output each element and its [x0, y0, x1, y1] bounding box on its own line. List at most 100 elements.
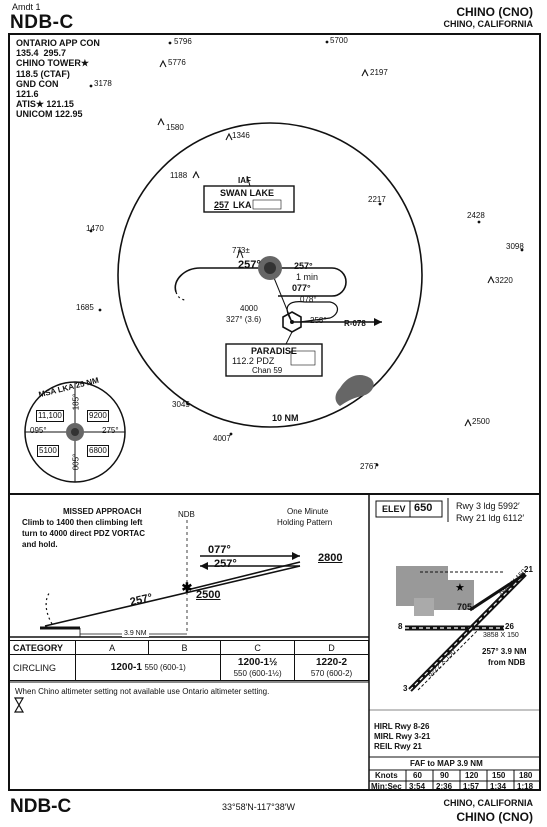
- elevation-label: 5796: [174, 37, 192, 46]
- range-ring: [117, 122, 423, 428]
- msa-sector-alt: 6800: [87, 445, 109, 457]
- rwy-number: 26: [505, 622, 514, 631]
- holding-time: 1 min: [296, 272, 319, 282]
- circling-label: CIRCLING: [7, 654, 77, 681]
- elev-label: ELEV: [382, 504, 406, 514]
- lighting-info: REIL Rwy 21: [374, 742, 422, 751]
- holding-title: Holding Pattern: [277, 518, 333, 527]
- course-label: 078°: [300, 295, 317, 304]
- mountain-peaks: [157, 59, 495, 427]
- airport-name: CHINO (CNO): [456, 5, 533, 19]
- elevation-label: 3178: [94, 79, 112, 88]
- elevation-label: 2767: [360, 462, 378, 471]
- elevation-label: 2428: [467, 211, 485, 220]
- amendment-label: Amdt 1: [12, 2, 41, 12]
- profile-course: 257°: [214, 558, 237, 570]
- msa-bearing: 185°: [71, 393, 81, 411]
- minima-header: D: [294, 640, 369, 655]
- msa-sector-alt: 11,100: [36, 410, 64, 422]
- time-value: 1:57: [463, 782, 480, 791]
- rwy-number: 21: [524, 565, 533, 574]
- elevation-label: 2500: [472, 417, 490, 426]
- missed-approach-text: turn to 4000 direct PDZ VORTAC: [22, 529, 145, 538]
- lighting-info: HIRL Rwy 8-26: [374, 722, 430, 731]
- svg-text:★: ★: [455, 581, 465, 594]
- paradise-freq: 112.2 PDZ: [232, 356, 275, 366]
- footer-location: CHINO, CALIFORNIA: [443, 798, 534, 808]
- profile-distance: 3.9 NM: [122, 630, 149, 637]
- timing-title: FAF to MAP 3.9 NM: [410, 759, 483, 768]
- minima-table: CATEGORY A B C D CIRCLING 1200-1 550 (60…: [7, 640, 369, 681]
- swan-lake-name: SWAN LAKE: [220, 188, 274, 198]
- holding-outbound: 077°: [292, 283, 311, 293]
- course-label: 258°: [310, 316, 327, 325]
- elevation-label: 4007: [213, 434, 231, 443]
- from-ndb: 257° 3.9 NM: [482, 647, 527, 656]
- time-value: 1:34: [490, 782, 507, 791]
- holding-title: One Minute: [287, 507, 329, 516]
- missed-approach-text: Climb to 1400 then climbing left: [22, 518, 143, 527]
- elevation-label: 2217: [368, 195, 386, 204]
- svg-text:✱: ✱: [182, 580, 193, 595]
- altitude-2800: 2800: [318, 552, 343, 564]
- tower-elev: 705: [457, 602, 473, 612]
- profile-course: 077°: [208, 544, 231, 556]
- lake: [335, 375, 374, 406]
- elevation-label: 773±: [232, 246, 250, 255]
- range-ring-label: 10 NM: [272, 413, 299, 423]
- chart-frame: [8, 33, 541, 791]
- from-ndb: from NDB: [488, 658, 526, 667]
- knots-value: 60: [413, 771, 422, 780]
- elevation-label: 5776: [168, 58, 186, 67]
- missed-approach-text: and hold.: [22, 540, 58, 549]
- footer-airport: CHINO (CNO): [456, 810, 533, 824]
- rwy-ldg: Rwy 21 ldg 6112′: [456, 513, 525, 523]
- minima-ab: 1200-1 550 (600-1): [75, 654, 222, 681]
- radial-label: R-078: [344, 319, 366, 328]
- elevation-label: 3220: [495, 276, 513, 285]
- hourglass-icon: [13, 697, 25, 713]
- elevation-label: 1580: [166, 123, 184, 132]
- rwy-ldg: Rwy 3 ldg 5992′: [456, 501, 520, 511]
- airport-diagram: [396, 566, 527, 692]
- ndb-label: NDB: [178, 510, 195, 519]
- minima-header: A: [75, 640, 149, 655]
- comm-freqs: ONTARIO APP CON 135.4 295.7 CHINO TOWER★…: [16, 38, 100, 120]
- missed-approach-title: MISSED APPROACH: [63, 507, 142, 516]
- knots-label: Knots: [375, 771, 398, 780]
- elevation-label: 1470: [86, 224, 104, 233]
- time-value: 3:54: [409, 782, 426, 791]
- procedure-title: NDB-C: [10, 12, 74, 33]
- elevation-label: 1685: [76, 303, 94, 312]
- altitude-2500: 2500: [196, 589, 221, 601]
- time-value: 2:36: [436, 782, 453, 791]
- elevation-label: 1346: [232, 131, 250, 140]
- msa-sector-alt: 5100: [37, 445, 59, 457]
- course-label: 257°: [238, 259, 261, 271]
- knots-value: 90: [440, 771, 449, 780]
- minima-header: CATEGORY: [7, 640, 77, 655]
- transition-alt: 4000: [240, 304, 258, 313]
- swan-lake-ident: LKA: [233, 200, 252, 210]
- rwy-number: 8: [398, 622, 403, 631]
- msa-bearing: 095°: [30, 426, 47, 435]
- iaf-label: IAF: [238, 176, 251, 185]
- elevation-label: 1188: [170, 171, 188, 180]
- airport-location: CHINO, CALIFORNIA: [443, 19, 534, 29]
- min-sec-label: Min:Sec: [371, 782, 402, 791]
- paradise-chan: Chan 59: [252, 366, 283, 375]
- knots-value: 150: [492, 771, 506, 780]
- elev-value: 650: [414, 502, 433, 514]
- elevation-label: 3045: [172, 400, 190, 409]
- transition-course: 327° (3.6): [226, 315, 262, 324]
- elevation-label: 5700: [330, 36, 348, 45]
- knots-value: 180: [519, 771, 533, 780]
- time-value: 1:18: [517, 782, 534, 791]
- msa-bearing: 275°: [102, 426, 119, 435]
- rwy-dim: 3858 X 150: [483, 632, 519, 639]
- footer-coords: 33°58′N-117°38′W: [222, 802, 295, 812]
- rwy-number: 3: [403, 684, 408, 693]
